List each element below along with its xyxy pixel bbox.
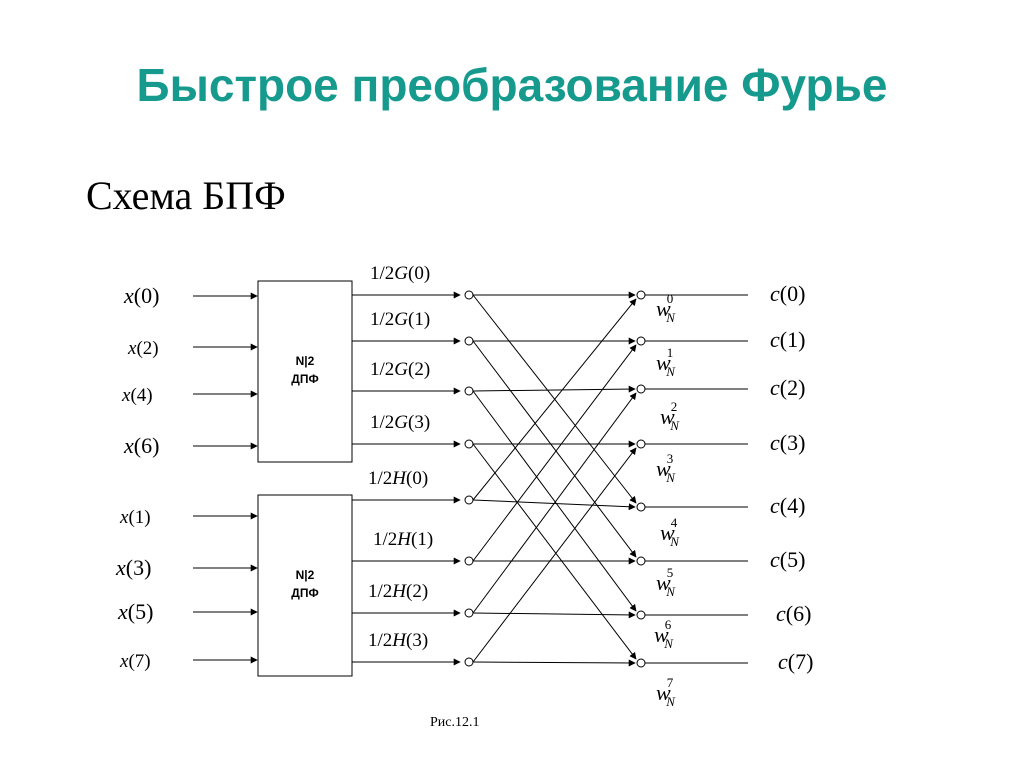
butterfly-node — [464, 495, 474, 505]
output-label: c(4) — [770, 493, 805, 518]
output-label: c(0) — [770, 281, 805, 306]
output-node — [636, 439, 646, 449]
butterfly-node — [464, 556, 474, 566]
output-node — [636, 336, 646, 346]
half-dft-label: 1/2H(0) — [368, 468, 428, 489]
half-dft-label: 1/2H(3) — [368, 630, 428, 651]
butterfly-node — [464, 336, 474, 346]
butterfly-node — [464, 657, 474, 667]
half-dft-label: 1/2H(2) — [368, 581, 428, 602]
half-dft-label: 1/2G(2) — [370, 359, 430, 380]
half-dft-label: 1/2G(0) — [370, 263, 430, 284]
butterfly-node — [464, 386, 474, 396]
output-label: c(1) — [770, 327, 805, 352]
output-label: c(6) — [776, 601, 811, 626]
butterfly-node — [464, 608, 474, 618]
input-label: x(1) — [119, 507, 151, 528]
slide-title: Быстрое преобразование Фурье — [136, 59, 888, 111]
input-label: x(7) — [119, 651, 151, 672]
cross-path — [472, 447, 637, 663]
straight-path — [472, 659, 636, 667]
dft-block-label: N|2 — [296, 354, 315, 368]
cross-path — [472, 443, 637, 660]
output-node — [636, 610, 646, 620]
input-label: x(0) — [123, 283, 159, 308]
dft-block — [257, 494, 353, 677]
figure-caption: Рис.12.1 — [430, 715, 480, 730]
input-label: x(2) — [127, 338, 159, 359]
straight-path — [472, 385, 636, 393]
straight-path — [472, 611, 636, 619]
input-label: x(4) — [121, 385, 153, 406]
input-label: x(3) — [115, 555, 151, 580]
output-label: c(3) — [770, 430, 805, 455]
butterfly-node — [464, 439, 474, 449]
cross-path — [472, 340, 637, 558]
dft-block — [257, 280, 353, 463]
dft-block-label: N|2 — [296, 568, 315, 582]
half-dft-label: 1/2H(1) — [373, 529, 433, 550]
cross-path — [472, 392, 637, 614]
cross-path — [472, 344, 637, 562]
output-label: c(5) — [770, 547, 805, 572]
dft-block-label: ДПФ — [291, 586, 318, 600]
half-dft-label: 1/2G(1) — [370, 309, 430, 330]
cross-path — [472, 390, 637, 612]
output-label: c(7) — [778, 649, 813, 674]
input-label: x(5) — [117, 599, 153, 624]
input-label: x(6) — [123, 433, 159, 458]
output-node — [636, 556, 646, 566]
output-node — [636, 290, 646, 300]
cross-path — [472, 298, 637, 501]
butterfly-node — [464, 290, 474, 300]
output-node — [636, 658, 646, 668]
slide-subtitle: Схема БПФ — [86, 173, 286, 218]
half-dft-label: 1/2G(3) — [370, 412, 430, 433]
output-label: c(2) — [770, 375, 805, 400]
output-node — [636, 502, 646, 512]
output-node — [636, 384, 646, 394]
dft-block-label: ДПФ — [291, 372, 318, 386]
